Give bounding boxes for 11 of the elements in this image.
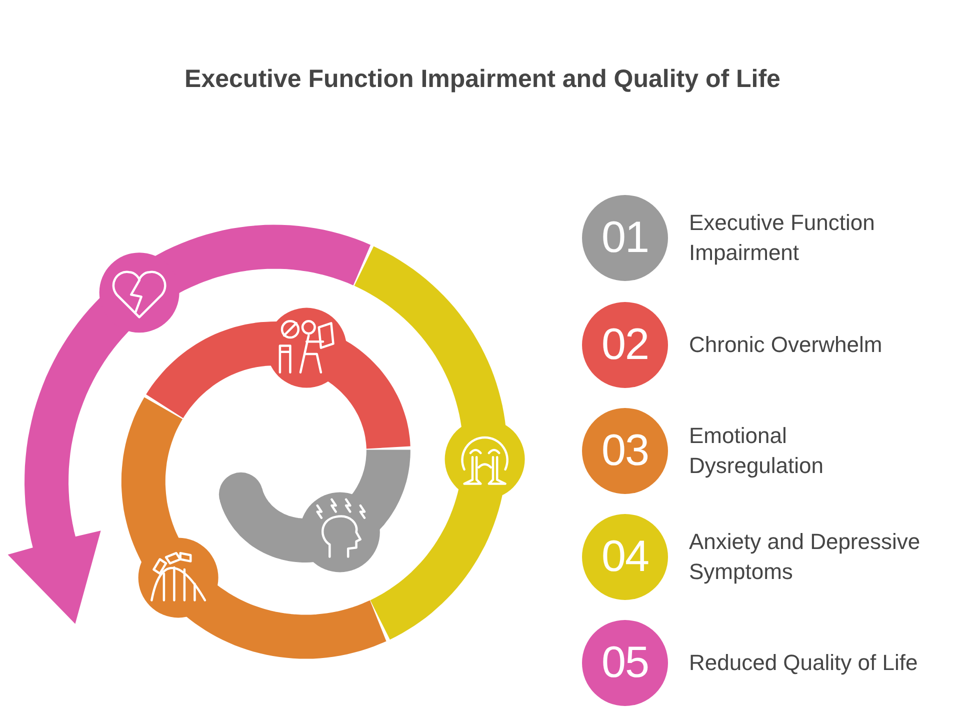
number-badge: 02	[582, 302, 668, 388]
step-label: Reduced Quality of Life	[689, 649, 919, 677]
step-label: Anxiety and Depressive Symptoms	[689, 528, 922, 586]
number-badge: 03	[582, 408, 668, 494]
diagram-title: Executive Function Impairment and Quality of Life	[184, 64, 782, 95]
step-label: Chronic Overwhelm	[689, 331, 884, 359]
number-badge: 05	[582, 620, 668, 706]
step-label: Executive Function Impairment	[689, 209, 876, 267]
number-badge: 04	[582, 514, 668, 600]
number-badge: 01	[582, 195, 668, 281]
step-label: Emotional Dysregulation	[689, 422, 825, 480]
